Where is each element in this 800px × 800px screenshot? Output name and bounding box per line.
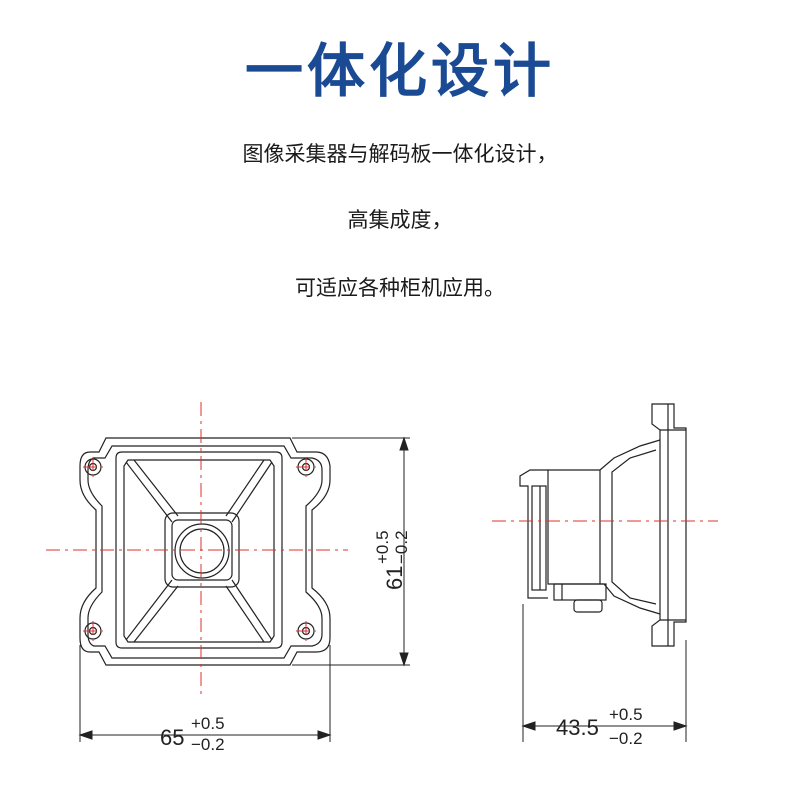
width-lower-tolerance: −0.2: [191, 735, 225, 754]
front-funnel-window: [115, 451, 283, 649]
front-inner-outline: [87, 445, 323, 659]
description-line-3: 可适应各种柜机应用。: [295, 276, 505, 300]
side-front-housing: [519, 469, 548, 599]
width-dimension: [78, 645, 332, 742]
front-centerlines: [46, 402, 348, 694]
side-view: [519, 403, 687, 647]
depth-nominal: 43.5: [556, 715, 599, 740]
depth-lower-tolerance: −0.2: [609, 729, 643, 748]
width-arrow-left: [78, 730, 93, 740]
front-lens-frame-inner: [171, 519, 233, 581]
front-rib: [125, 461, 173, 523]
side-front-window: [531, 485, 547, 591]
side-connector-port: [573, 599, 603, 613]
front-lens-inner: [179, 528, 225, 574]
front-rib: [133, 459, 179, 517]
height-upper-tolerance: +0.5: [373, 530, 392, 564]
height-nominal: 61: [382, 566, 407, 590]
front-rib: [225, 459, 265, 517]
height-arrow-bottom: [399, 652, 409, 667]
front-rib: [231, 461, 273, 523]
width-arrow-right: [317, 730, 332, 740]
front-rib: [133, 585, 179, 643]
height-arrow-top: [399, 436, 409, 451]
front-view: [79, 437, 331, 666]
depth-dimension: [521, 604, 688, 742]
height-dimension: [292, 436, 410, 667]
description-line-1: 图像采集器与解码板一体化设计，: [242, 142, 558, 166]
front-housing-outline: [79, 437, 331, 666]
page-title: 一体化设计: [244, 37, 555, 105]
depth-arrow-right: [673, 721, 688, 731]
front-funnel-window-inner: [123, 459, 275, 643]
depth-arrow-left: [521, 721, 536, 731]
side-body-taper-inner: [611, 449, 657, 605]
width-nominal: 65: [160, 725, 184, 750]
depth-upper-tolerance: +0.5: [609, 705, 643, 724]
width-upper-tolerance: +0.5: [191, 714, 225, 733]
front-rib: [225, 585, 265, 643]
description-line-2: 高集成度，: [347, 208, 453, 232]
side-body-taper: [547, 439, 661, 615]
front-rib: [231, 579, 273, 641]
height-lower-tolerance: −0.2: [392, 530, 411, 564]
front-lens-outer: [174, 523, 230, 579]
front-rib: [125, 579, 173, 641]
